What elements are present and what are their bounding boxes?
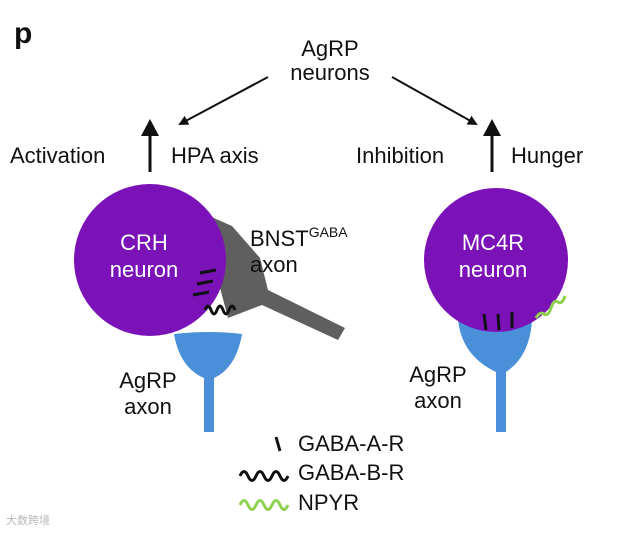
right-up-arrow-head — [483, 119, 501, 136]
bnst-label-superscript: GABA — [309, 224, 349, 240]
legend-gaba-a-label: GABA-A-R — [298, 431, 404, 456]
arrow-to-left-branch — [178, 76, 269, 125]
crh-neuron-label-line1: CRH — [120, 230, 168, 255]
legend-npyr-symbol — [238, 499, 290, 511]
agrp-axon-right-terminal — [458, 320, 532, 432]
legend: GABA-A-R GABA-B-R NPYR — [238, 431, 404, 515]
bnst-label-base: BNST — [250, 226, 309, 251]
watermark: 大数跨境 — [6, 514, 50, 527]
legend-npyr-label: NPYR — [298, 490, 359, 515]
bnst-gaba-axon-shape — [200, 212, 345, 340]
mc4r-neuron-label-line2: neuron — [459, 257, 528, 282]
agrp-axon-left-line1: AgRP — [119, 368, 176, 393]
agrp-axon-left-terminal — [174, 332, 242, 432]
crh-gaba-a-receptors — [192, 268, 217, 297]
left-target-label: HPA axis — [171, 143, 259, 168]
legend-gaba-a-symbol — [274, 436, 282, 452]
mc4r-neuron-label-line1: MC4R — [462, 230, 524, 255]
top-node-line2: neurons — [290, 60, 370, 85]
agrp-axon-right-line1: AgRP — [409, 362, 466, 387]
top-node-line1: AgRP — [301, 36, 358, 61]
crh-gaba-b-receptor — [203, 304, 237, 316]
mc4r-gaba-a-receptors — [482, 312, 514, 331]
agrp-axon-left-line2: axon — [124, 394, 172, 419]
legend-gaba-b-label: GABA-B-R — [298, 460, 404, 485]
bnst-label-line2: axon — [250, 252, 298, 277]
agrp-axon-right-line2: axon — [414, 388, 462, 413]
left-effect-label: Activation — [10, 143, 105, 168]
right-effect-label: Inhibition — [356, 143, 444, 168]
panel-letter: p — [14, 17, 32, 50]
crh-neuron-label-line2: neuron — [110, 257, 179, 282]
arrow-to-right-branch — [391, 76, 478, 125]
crh-neuron-body — [74, 184, 226, 336]
mc4r-neuron-body — [424, 188, 568, 332]
legend-gaba-b-symbol — [238, 470, 290, 482]
bnst-label: BNSTGABA — [250, 224, 348, 251]
left-up-arrow-head — [141, 119, 159, 136]
right-target-label: Hunger — [511, 143, 583, 168]
mc4r-npy-receptor — [534, 295, 567, 319]
